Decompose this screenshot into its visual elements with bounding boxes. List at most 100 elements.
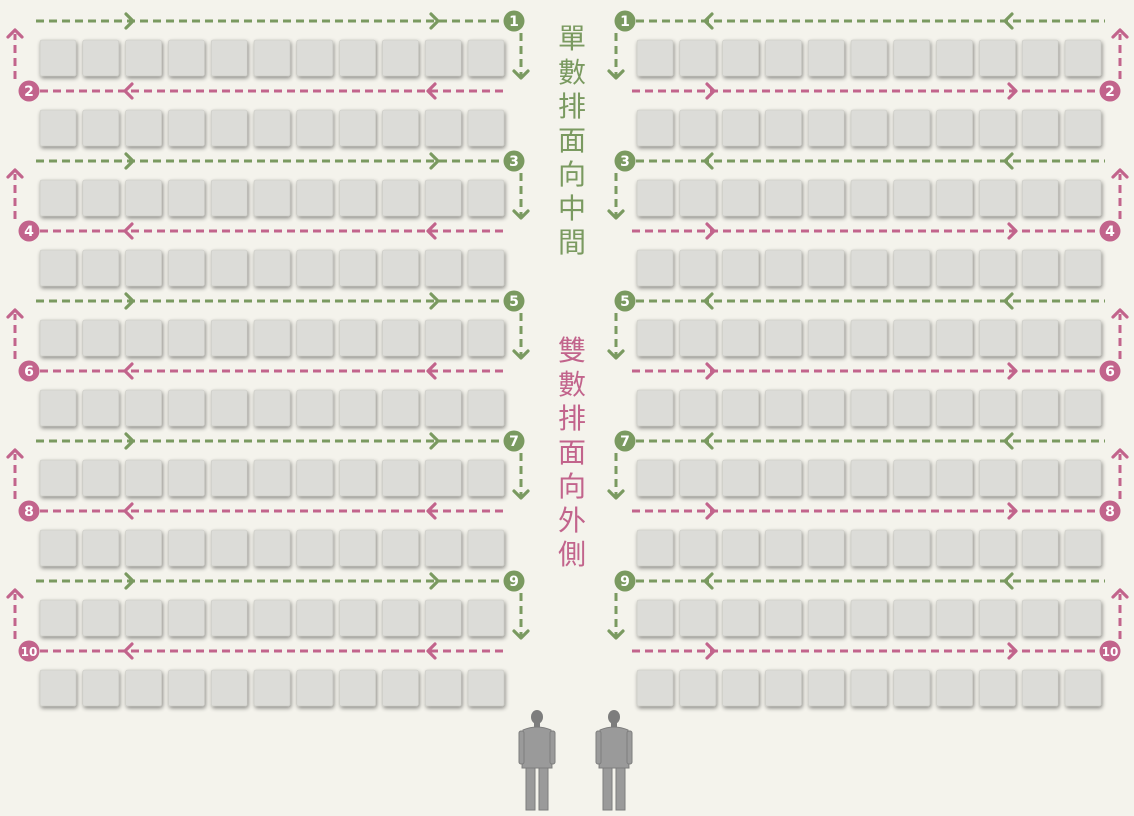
seat — [125, 249, 162, 287]
row-badge-circle — [18, 500, 40, 522]
seat — [679, 599, 717, 637]
seat — [850, 529, 888, 567]
row-badge-number: 3 — [509, 154, 519, 170]
row-badge-number: 2 — [1105, 84, 1115, 100]
seat — [850, 249, 888, 287]
row-badge-number: 6 — [24, 364, 34, 380]
seat — [467, 459, 505, 497]
odd-path-arrow — [607, 629, 625, 640]
even-path-arrow — [1111, 448, 1129, 459]
row-badge-number: 3 — [620, 154, 630, 170]
seat — [296, 39, 334, 77]
seat — [893, 319, 931, 357]
even-path-arrow — [705, 222, 716, 240]
seat — [1021, 179, 1059, 217]
row-badge-circle — [1099, 360, 1121, 382]
seat — [168, 109, 205, 147]
seat — [253, 319, 291, 357]
seat — [850, 39, 888, 77]
even-path-arrow — [1111, 588, 1129, 599]
row-badge-circle — [503, 290, 525, 312]
seat — [339, 529, 376, 567]
seat — [296, 319, 334, 357]
seat — [382, 459, 419, 497]
seat — [467, 669, 505, 707]
row-badge-number: 9 — [509, 574, 519, 590]
row-badge-circle — [503, 150, 525, 172]
seat — [1021, 249, 1059, 287]
even-path-arrow — [1007, 502, 1018, 520]
odd-path-arrow — [124, 432, 135, 450]
seat — [125, 599, 162, 637]
even-path-arrow — [426, 222, 437, 240]
seat — [636, 39, 674, 77]
seat — [296, 459, 334, 497]
seat — [936, 319, 973, 357]
person-neck — [611, 723, 617, 727]
seat — [893, 179, 931, 217]
seat — [125, 109, 162, 147]
seat — [210, 529, 248, 567]
odd-path-arrow — [429, 152, 440, 170]
seat — [1064, 389, 1102, 427]
row-badge-number: 1 — [509, 14, 519, 30]
seat — [636, 669, 674, 707]
seat — [82, 249, 120, 287]
row-badge-number: 10 — [21, 645, 38, 659]
even-path-arrow — [123, 642, 134, 660]
row-badge-8: 8 — [1099, 500, 1121, 522]
seat — [722, 599, 759, 637]
seat — [1064, 669, 1102, 707]
seat — [424, 599, 462, 637]
seat — [210, 389, 248, 427]
seat — [765, 249, 802, 287]
seat — [1064, 249, 1102, 287]
even-path-arrow — [1007, 642, 1018, 660]
seat — [636, 179, 674, 217]
seat — [339, 599, 376, 637]
seat — [979, 249, 1016, 287]
seat — [722, 39, 759, 77]
seat — [296, 179, 334, 217]
odd-path-arrow — [703, 12, 714, 30]
odd-path-arrow — [703, 292, 714, 310]
seat — [1021, 109, 1059, 147]
row-badge-3: 3 — [503, 150, 525, 172]
row-badge-circle — [503, 570, 525, 592]
seat — [467, 109, 505, 147]
seat — [296, 249, 334, 287]
seat — [979, 179, 1016, 217]
seat — [807, 319, 845, 357]
seat — [936, 459, 973, 497]
odd-path-arrow — [703, 432, 714, 450]
seat — [39, 179, 77, 217]
row-badge-8: 8 — [18, 500, 40, 522]
even-path-arrow — [6, 308, 24, 319]
row-badge-2: 2 — [18, 80, 40, 102]
seat — [979, 669, 1016, 707]
seat — [253, 109, 291, 147]
seat — [210, 249, 248, 287]
seat — [765, 459, 802, 497]
seat — [1064, 529, 1102, 567]
even-path-arrow — [1111, 28, 1129, 39]
row-badge-number: 8 — [1105, 504, 1115, 520]
seat — [1064, 179, 1102, 217]
seat — [253, 599, 291, 637]
seat — [722, 179, 759, 217]
seat — [979, 529, 1016, 567]
even-path-arrow — [705, 82, 716, 100]
odd-path-arrow — [429, 292, 440, 310]
seat — [893, 529, 931, 567]
even-path-arrow — [6, 28, 24, 39]
seat — [253, 249, 291, 287]
row-badge-5: 5 — [503, 290, 525, 312]
seat — [339, 319, 376, 357]
person-torso — [521, 726, 553, 769]
seat — [467, 39, 505, 77]
seat — [339, 249, 376, 287]
seat — [722, 389, 759, 427]
even-path-arrow — [123, 362, 134, 380]
row-badge-5: 5 — [614, 290, 636, 312]
seat — [253, 179, 291, 217]
